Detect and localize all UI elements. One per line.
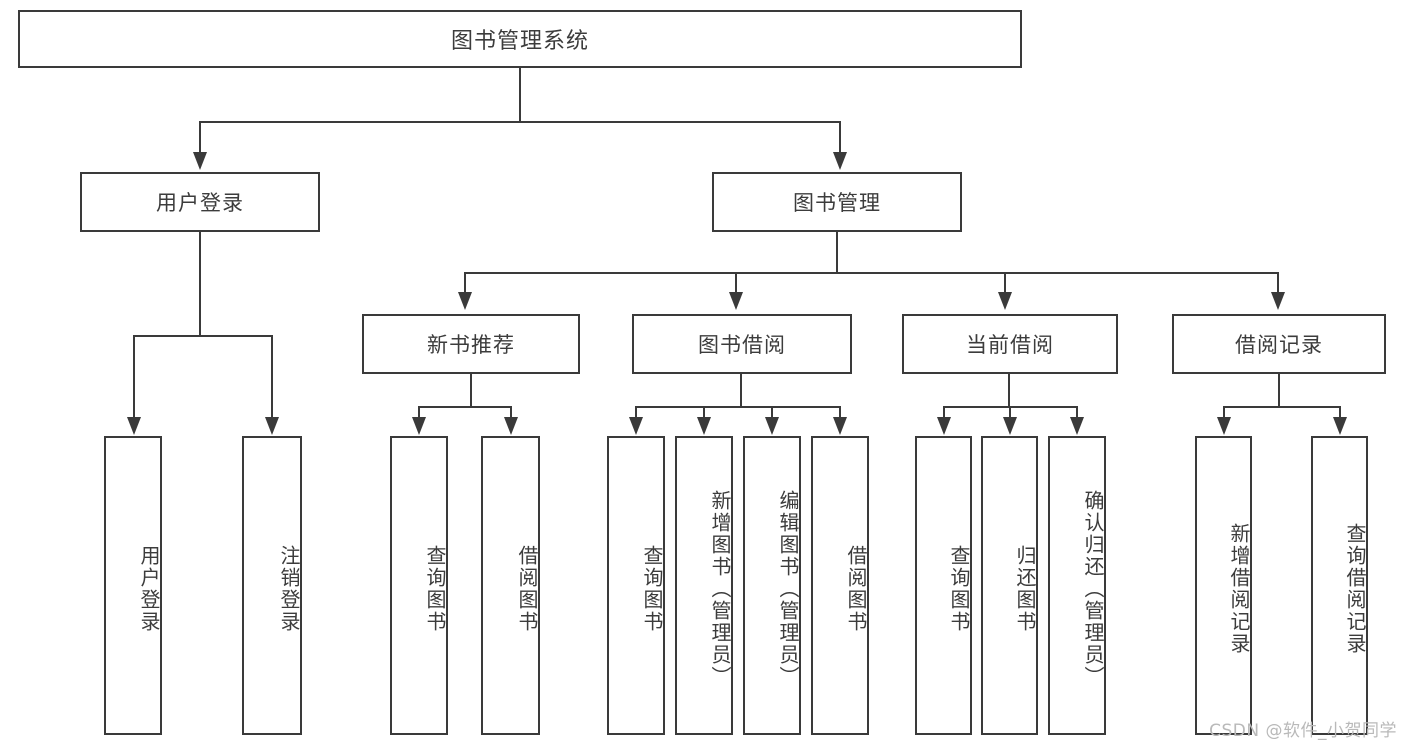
edge-bm-to-current-borrow [1004,272,1006,294]
arrow-bb-to-leaf-4 [833,417,847,435]
edge-nb-to-leaf-1 [418,406,420,419]
arrow-user-login-to-leaf-2 [265,417,279,435]
arrow-user-login-to-leaf-1 [127,417,141,435]
edge-user-login-to-leaf-2 [271,335,273,419]
edge-bb-to-leaf-4 [839,406,841,419]
arrow-bb-to-leaf-1 [629,417,643,435]
arrow-cb-to-leaf-3 [1070,417,1084,435]
arrow-nb-to-leaf-2 [504,417,518,435]
edge-cb-to-leaf-3 [1076,406,1078,419]
leaf-book-borrow-add[interactable]: 新增图书（管理员） [675,436,733,735]
node-label: 借阅图书 [515,544,539,633]
arrow-bb-to-leaf-3 [765,417,779,435]
node-root-system[interactable]: 图书管理系统 [18,10,1022,68]
node-new-book-recommend[interactable]: 新书推荐 [362,314,580,374]
node-label: 用户登录 [156,191,244,215]
node-label: 借阅记录 [1235,333,1323,357]
arrow-bm-to-book-borrow [729,292,743,310]
edge-root-to-book-manage [839,121,841,154]
arrow-br-to-leaf-2 [1333,417,1347,435]
edge-borrow-record-stem [1278,374,1280,407]
arrow-root-to-book-manage [833,152,847,170]
node-label: 借阅图书 [844,544,868,633]
node-current-borrow[interactable]: 当前借阅 [902,314,1118,374]
leaf-current-borrow-return[interactable]: 归还图书 [981,436,1038,735]
edge-br-to-leaf-1 [1223,406,1225,419]
edge-book-borrow-stem [740,374,742,407]
watermark-text: CSDN @软件_小贺同学 [1209,721,1397,741]
edge-cb-to-leaf-2 [1009,406,1011,419]
leaf-user-login-login[interactable]: 用户登录 [104,436,162,735]
edge-bb-to-leaf-2 [703,406,705,419]
node-label: 查询图书 [640,544,664,633]
edge-borrow-record-bar [1223,406,1340,408]
leaf-borrow-record-add[interactable]: 新增借阅记录 [1195,436,1252,735]
leaf-user-login-logout[interactable]: 注销登录 [242,436,302,735]
node-borrow-record[interactable]: 借阅记录 [1172,314,1386,374]
node-label: 查询图书 [947,544,971,633]
node-label: 查询借阅记录 [1343,522,1367,655]
node-label: 图书管理系统 [450,29,589,54]
edge-bb-to-leaf-1 [635,406,637,419]
node-label: 新增借阅记录 [1227,522,1251,655]
edge-bm-to-borrow-record [1277,272,1279,294]
arrow-cb-to-leaf-1 [937,417,951,435]
edge-user-login-stem [199,232,201,336]
arrow-bm-to-borrow-record [1271,292,1285,310]
node-label: 当前借阅 [966,333,1054,357]
leaf-new-book-query[interactable]: 查询图书 [390,436,448,735]
edge-bm-to-book-borrow [735,272,737,294]
node-label: 注销登录 [277,544,301,633]
arrow-bm-to-current-borrow [998,292,1012,310]
edge-book-management-bar [464,272,1278,274]
node-label: 图书管理 [793,191,881,215]
arrow-bb-to-leaf-2 [697,417,711,435]
leaf-new-book-borrow[interactable]: 借阅图书 [481,436,540,735]
leaf-current-borrow-confirm[interactable]: 确认归还（管理员） [1048,436,1106,735]
edge-user-login-bar [133,335,272,337]
edge-book-management-stem [836,232,838,273]
node-book-borrow[interactable]: 图书借阅 [632,314,852,374]
leaf-borrow-record-query[interactable]: 查询借阅记录 [1311,436,1368,735]
leaf-current-borrow-query[interactable]: 查询图书 [915,436,972,735]
arrow-nb-to-leaf-1 [412,417,426,435]
edge-nb-to-leaf-2 [510,406,512,419]
edge-bb-to-leaf-3 [771,406,773,419]
edge-bm-to-new-book [464,272,466,294]
node-label: 归还图书 [1013,544,1037,633]
leaf-book-borrow-edit[interactable]: 编辑图书（管理员） [743,436,801,735]
leaf-book-borrow-query[interactable]: 查询图书 [607,436,665,735]
node-book-management[interactable]: 图书管理 [712,172,962,232]
node-label: 编辑图书（管理员） [776,489,800,688]
edge-current-borrow-stem [1008,374,1010,407]
node-label: 新增图书（管理员） [708,489,732,688]
node-label: 用户登录 [137,544,161,633]
node-label: 图书借阅 [698,333,786,357]
edge-new-book-stem [470,374,472,407]
edge-new-book-bar [418,406,511,408]
arrow-cb-to-leaf-2 [1003,417,1017,435]
arrow-br-to-leaf-1 [1217,417,1231,435]
edge-user-login-to-leaf-1 [133,335,135,419]
edge-cb-to-leaf-1 [943,406,945,419]
node-user-login[interactable]: 用户登录 [80,172,320,232]
edge-root-to-user-login [199,121,201,154]
arrow-bm-to-new-book [458,292,472,310]
edge-root-bar [199,121,841,123]
node-label: 查询图书 [423,544,447,633]
edge-br-to-leaf-2 [1339,406,1341,419]
leaf-book-borrow-borrow[interactable]: 借阅图书 [811,436,869,735]
edge-book-borrow-bar [635,406,840,408]
node-label: 确认归还（管理员） [1081,489,1105,688]
edge-root-stem [519,68,521,122]
arrow-root-to-user-login [193,152,207,170]
node-label: 新书推荐 [427,333,515,357]
